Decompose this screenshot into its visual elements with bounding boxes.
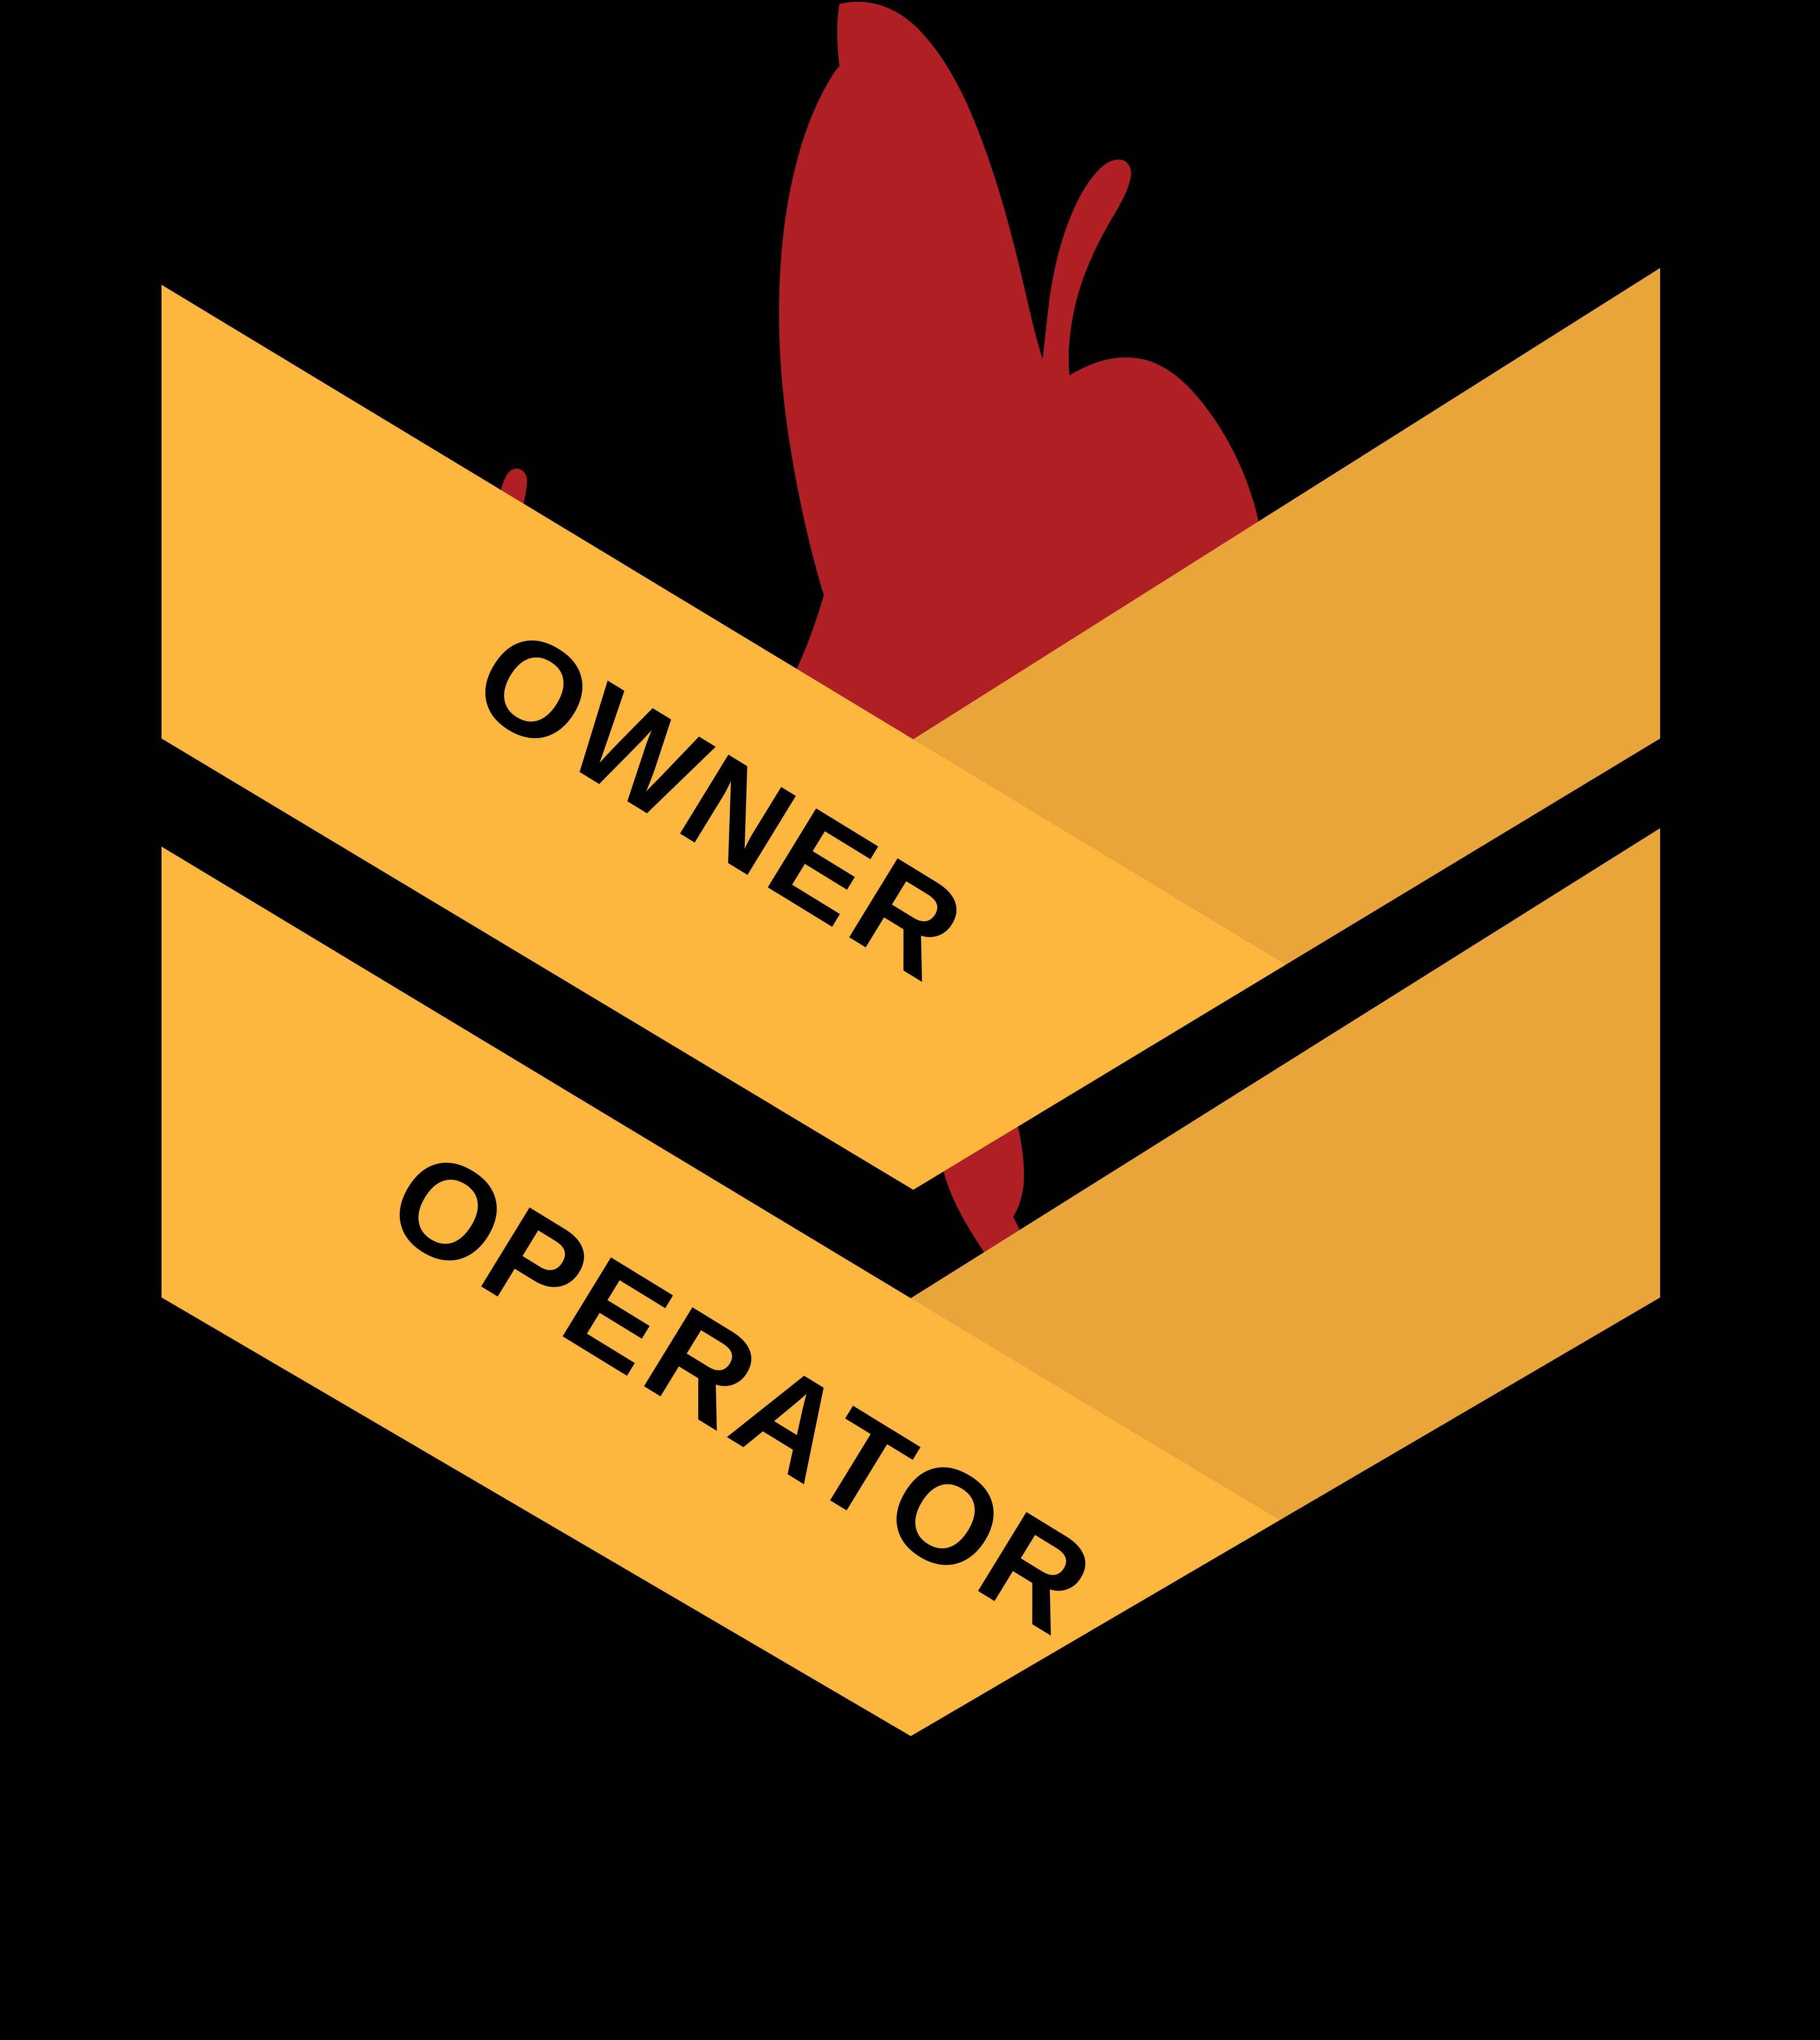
chevron-lower-fold-highlight bbox=[775, 1248, 1371, 1736]
chevron-upper-fold-highlight bbox=[775, 694, 1371, 1190]
